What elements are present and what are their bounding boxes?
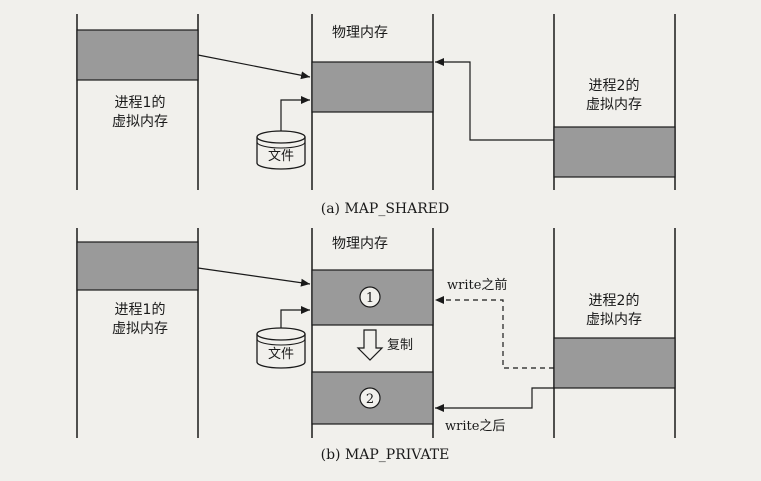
process2-to-physical-arrow-a bbox=[435, 58, 554, 141]
file-icon-b: 文件 bbox=[256, 327, 306, 369]
file-label-b: 文件 bbox=[268, 347, 294, 362]
copy-label: 复制 bbox=[387, 338, 413, 353]
map-private-diagram: 进程1的 虚拟内存 物理内存 1 2 复制 进程2的 虚拟内存 bbox=[76, 228, 676, 463]
caption-b: (b) MAP_PRIVATE bbox=[321, 447, 450, 463]
physical-memory-b: 物理内存 1 2 复制 bbox=[311, 228, 434, 438]
write-before-label: write之前 bbox=[447, 277, 507, 293]
caption-a: (a) MAP_SHARED bbox=[321, 201, 449, 217]
process2-mapped-region-b bbox=[553, 337, 676, 389]
physical-memory-a: 物理内存 bbox=[311, 14, 434, 190]
process1-label-line2-b: 虚拟内存 bbox=[112, 321, 168, 337]
process1-mapped-region-a bbox=[76, 29, 199, 81]
process2-label-line1-a: 进程2的 bbox=[589, 78, 640, 94]
process1-virtual-memory-b: 进程1的 虚拟内存 bbox=[76, 228, 199, 438]
process2-label-line1-b: 进程2的 bbox=[589, 293, 640, 309]
file-label-a: 文件 bbox=[268, 149, 294, 164]
process1-label-line1-a: 进程1的 bbox=[115, 95, 166, 111]
physical-memory-label-b: 物理内存 bbox=[332, 236, 388, 252]
page-2-number: 2 bbox=[366, 392, 374, 407]
write-after-arrow bbox=[435, 387, 554, 412]
file-to-physical-arrow-a bbox=[280, 96, 310, 131]
file-to-page1-arrow-b bbox=[280, 306, 310, 328]
process1-label-line2-a: 虚拟内存 bbox=[112, 114, 168, 130]
process2-mapped-region-a bbox=[553, 126, 676, 178]
physical-memory-shared-page-a bbox=[311, 61, 434, 113]
process1-to-page1-arrow-b bbox=[197, 267, 311, 287]
process2-label-line2-b: 虚拟内存 bbox=[586, 312, 642, 328]
process2-virtual-memory-b: 进程2的 虚拟内存 bbox=[553, 228, 676, 438]
physical-memory-label-a: 物理内存 bbox=[332, 25, 388, 41]
process1-label-line1-b: 进程1的 bbox=[115, 302, 166, 318]
write-before-dashed-arrow bbox=[435, 296, 554, 369]
page-1-marker bbox=[359, 286, 381, 308]
process1-to-physical-arrow-a bbox=[197, 54, 311, 80]
write-after-label: write之后 bbox=[445, 419, 505, 434]
process2-label-line2-a: 虚拟内存 bbox=[586, 97, 642, 113]
process2-virtual-memory-a: 进程2的 虚拟内存 bbox=[553, 14, 676, 190]
page-2-marker bbox=[359, 387, 381, 409]
page-1-number: 1 bbox=[366, 291, 374, 306]
process1-mapped-region-b bbox=[76, 241, 199, 291]
file-icon-a: 文件 bbox=[256, 130, 306, 170]
process1-virtual-memory-a: 进程1的 虚拟内存 bbox=[76, 14, 199, 190]
map-shared-diagram: 进程1的 虚拟内存 物理内存 进程2的 虚拟内存 文件 bbox=[76, 14, 676, 217]
copy-arrow-icon bbox=[356, 329, 384, 361]
